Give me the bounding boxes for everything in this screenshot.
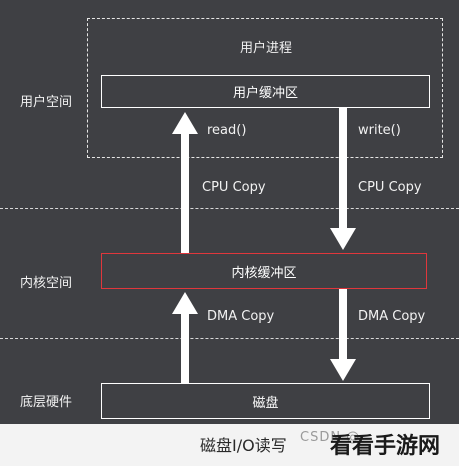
cpu-copy-left-label: CPU Copy [202,180,266,195]
down-arrow-dma [330,289,356,381]
user-process-frame [87,18,443,158]
figure-caption: 磁盘I/O读写 [200,436,287,455]
kernel-space-label: 内核空间 [20,276,73,291]
disk-label: 磁盘 [252,395,279,411]
up-arrow-dma [172,292,198,383]
user-buffer-box: 用户缓冲区 [101,75,430,108]
down-arrow-cpu [330,108,356,250]
kernel-buffer-box: 内核缓冲区 [101,253,427,289]
watermark-text: CSDN @ [300,430,361,445]
separator-kernel-hardware [0,338,459,339]
dma-copy-right-label: DMA Copy [358,309,426,324]
user-buffer-label: 用户缓冲区 [232,86,298,101]
read-label: read() [207,123,247,138]
user-process-label: 用户进程 [240,41,293,56]
up-arrow-cpu [172,112,198,253]
cpu-copy-right-label: CPU Copy [358,180,422,195]
kernel-buffer-label: 内核缓冲区 [231,265,297,281]
site-logo: 看看手游网 [330,434,441,459]
caption-bar [0,424,459,466]
write-label: write() [358,123,401,138]
separator-user-kernel [0,208,459,209]
disk-box: 磁盘 [101,383,430,419]
hardware-label: 底层硬件 [20,395,73,410]
dma-copy-left-label: DMA Copy [207,309,275,324]
user-space-label: 用户空间 [20,95,73,110]
